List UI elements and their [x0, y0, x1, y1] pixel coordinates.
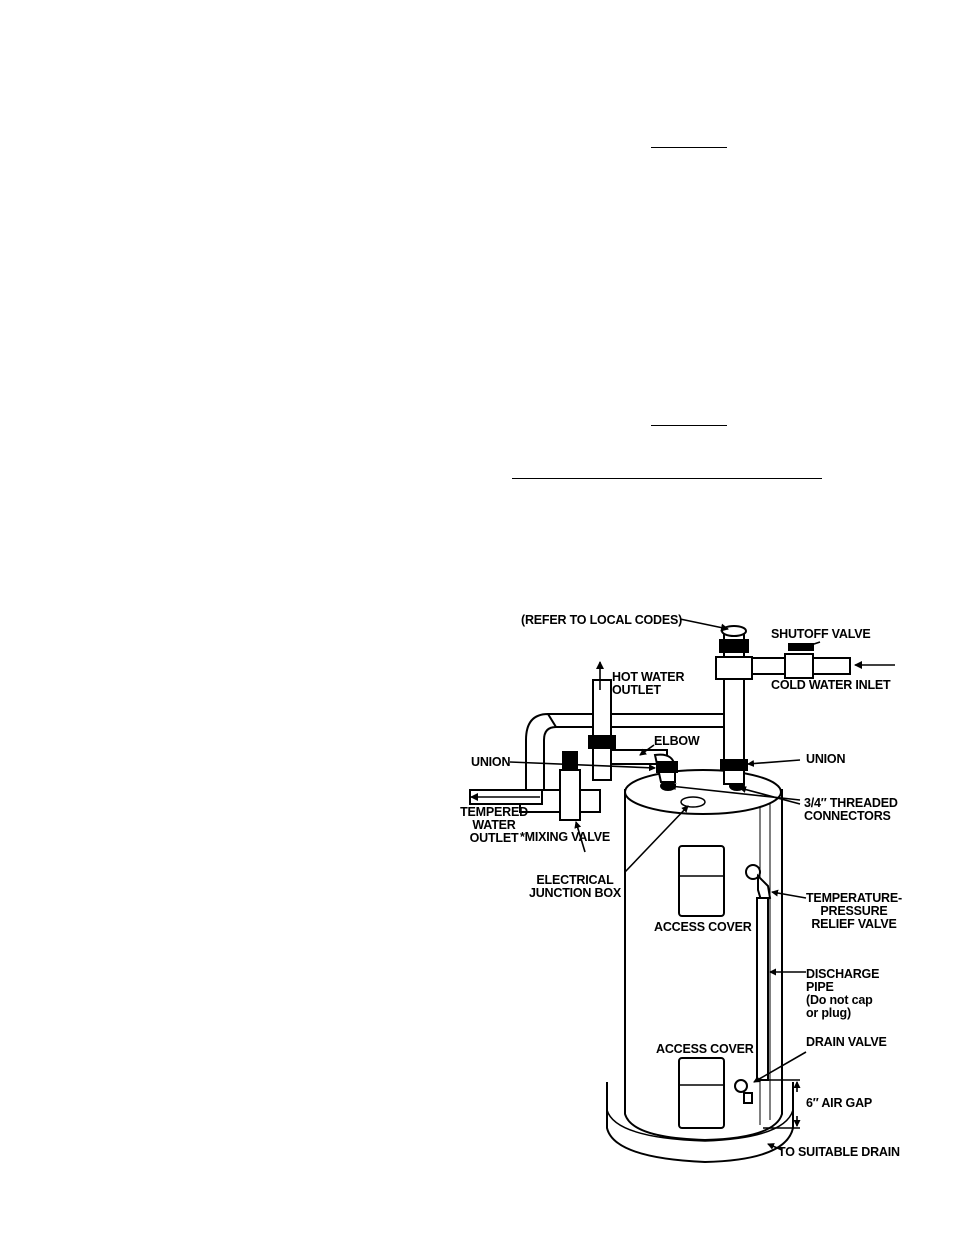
- leaders: [470, 618, 895, 1151]
- tempered-water-outlet-label: TEMPERED WATER OUTLET: [460, 805, 528, 845]
- discharge-pipe: [756, 897, 769, 1081]
- hot-water-outlet-label: HOT WATER OUTLET: [612, 670, 685, 697]
- tp-relief-valve: [745, 864, 761, 880]
- piping: [469, 625, 851, 821]
- tank-body: [624, 789, 783, 1142]
- mixing-valve-label: *MIXING VALVE: [520, 830, 611, 844]
- shutoff-valve-label: SHUTOFF VALVE: [771, 627, 871, 641]
- discharge-pipe-label: DISCHARGE PIPE (Do not cap or plug): [806, 967, 880, 1020]
- union-right-label: UNION: [806, 752, 846, 766]
- electrical-junction-box-label: ELECTRICAL JUNCTION BOX: [528, 873, 622, 900]
- relief-assembly: [734, 864, 772, 1104]
- tp-relief-valve-label: TEMPERATURE- PRESSURE RELIEF VALVE: [806, 891, 902, 931]
- access-cover-upper-label: ACCESS COVER: [654, 920, 752, 934]
- drain-valve-label: DRAIN VALVE: [806, 1035, 887, 1049]
- cold-water-inlet-label: COLD WATER INLET: [771, 678, 891, 692]
- shutoff-valve-handle: [788, 643, 814, 651]
- air-gap-label: 6″ AIR GAP: [806, 1096, 873, 1110]
- elbow-label: ELBOW: [654, 734, 700, 748]
- drain-valve: [734, 1079, 748, 1093]
- short-rule-top: [651, 147, 727, 148]
- access-cover-upper: [678, 845, 725, 917]
- union-left-label: UNION: [471, 755, 511, 769]
- vacuum-relief-cap: [721, 625, 747, 637]
- access-cover-lower-label: ACCESS COVER: [656, 1042, 754, 1056]
- refer-local-codes-label: (REFER TO LOCAL CODES): [521, 613, 683, 627]
- short-rule-middle: [651, 425, 727, 426]
- access-covers: [678, 845, 725, 1129]
- mixing-valve: [559, 769, 581, 821]
- long-rule: [512, 478, 822, 479]
- junction-box: [680, 796, 706, 808]
- threaded-connectors-label: 3/4″ THREADED CONNECTORS: [804, 796, 898, 823]
- suitable-drain-label: TO SUITABLE DRAIN: [778, 1145, 900, 1159]
- access-cover-lower: [678, 1057, 725, 1129]
